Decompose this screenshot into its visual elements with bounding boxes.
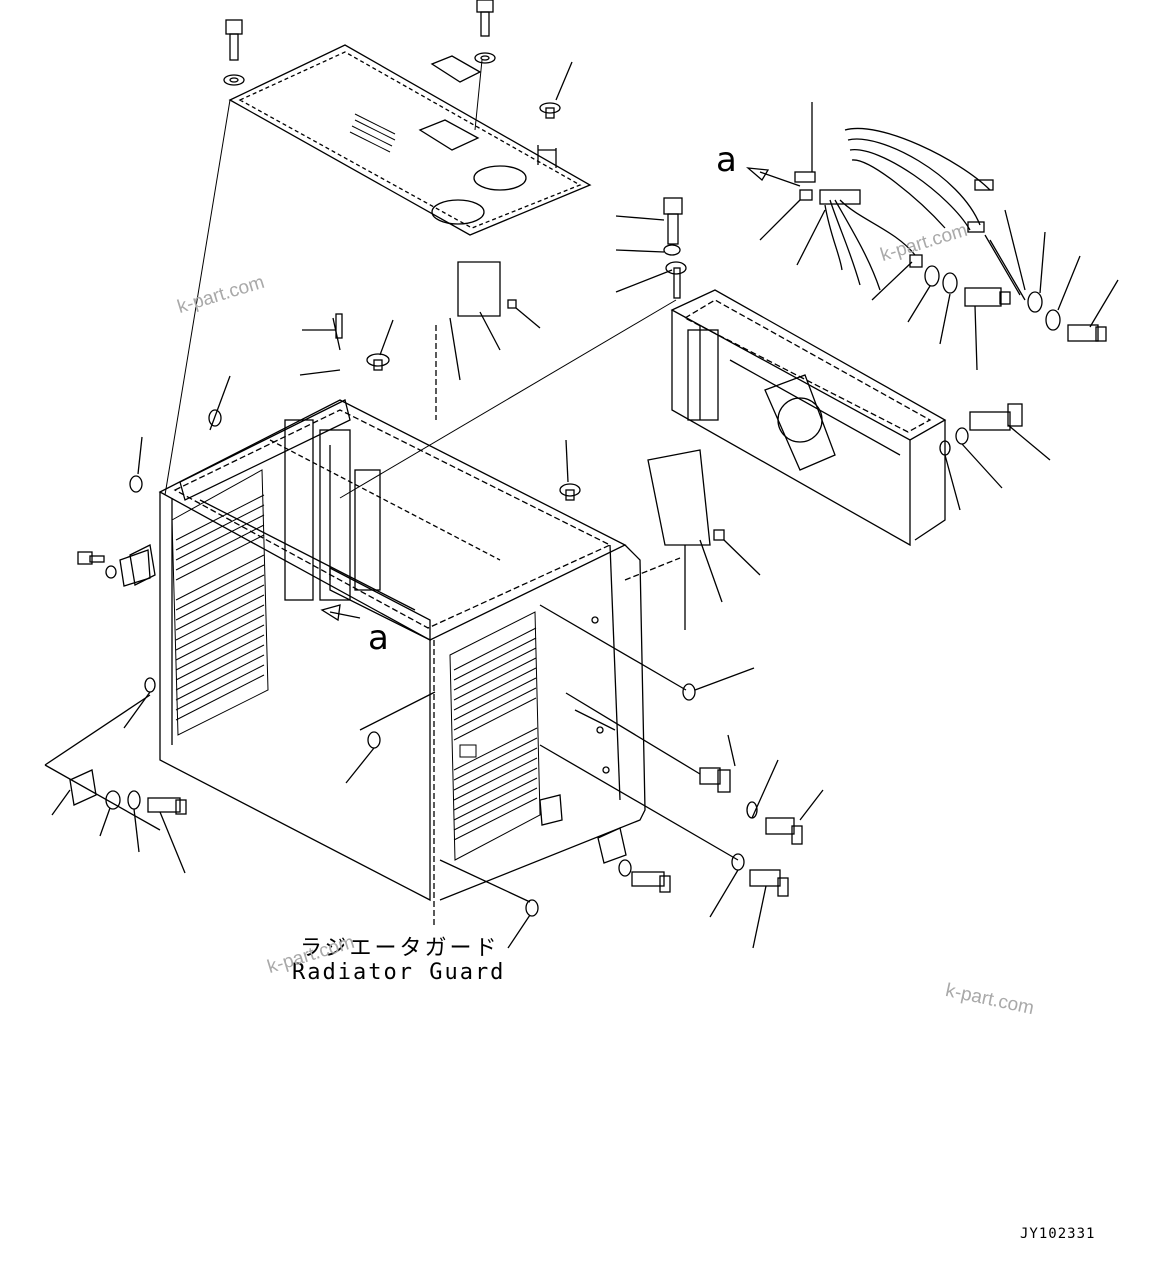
top-bolt-right [474, 0, 496, 64]
bolt-side-2 [1067, 324, 1107, 342]
assembly-name-japanese: ラジエータガード [300, 936, 500, 961]
top-bolt-left [223, 19, 245, 86]
drawing-code: JY102331 [1020, 1226, 1096, 1242]
hose-assembly [819, 127, 1026, 301]
cover-plug [537, 61, 573, 168]
bolt-left-lower [147, 797, 187, 815]
assembly-name-english: Radiator Guard [292, 960, 506, 985]
bolt-left-plate [77, 551, 105, 565]
side-frame [670, 289, 947, 547]
cover-vent-grille [349, 113, 396, 153]
bolt-side-1 [964, 287, 1011, 307]
left-grille [171, 469, 269, 736]
bracket-clip [69, 769, 97, 806]
main-frame [129, 399, 646, 902]
top-cover-plate [228, 44, 592, 236]
bolt-right-lower-2 [749, 869, 789, 897]
view-reference-label-top: a [716, 140, 737, 180]
fasteners-and-leaders [44, 102, 1119, 949]
bolt-front-lower [631, 871, 671, 893]
bolt-side-3 [969, 403, 1023, 431]
plug-right [699, 767, 731, 793]
front-grille [449, 611, 541, 861]
view-reference-label-center: a [368, 618, 389, 658]
bolt-right-lower-1 [765, 817, 803, 845]
